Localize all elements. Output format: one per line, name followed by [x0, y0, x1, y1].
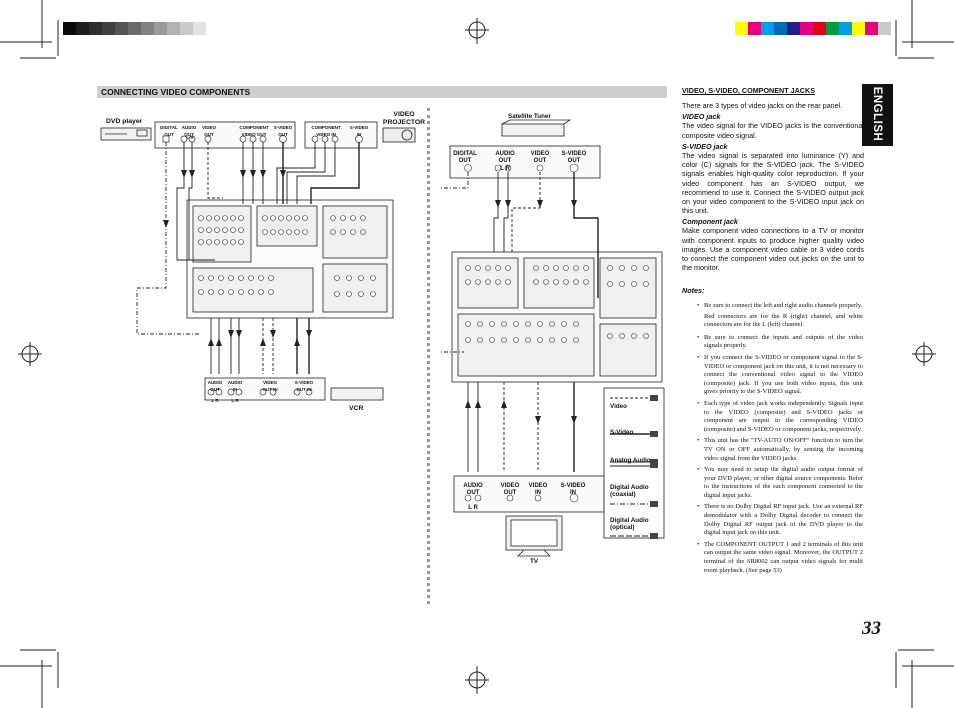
intro-text: There are 3 types of video jacks on the … [682, 101, 843, 111]
projector-rear-panel [304, 121, 378, 149]
svideo-jack-body: The video signal is separated into lumin… [682, 150, 864, 216]
calibration-swatch [878, 22, 891, 35]
calibration-swatch [800, 22, 813, 35]
note-item: This unit has the "TV-AUTO ON/OFF" funct… [697, 437, 863, 463]
vcr-jack-svideo-out-in: S-VIDEO OUT IN [294, 380, 314, 392]
note-item: Be sure to connect the left and right au… [697, 302, 863, 330]
tuner-jack-lr: L R [500, 166, 510, 172]
calibration-swatch [128, 22, 141, 35]
calibration-swatch [115, 22, 128, 35]
dvd-jack-video-out: VIDEO OUT [201, 125, 216, 137]
dvd-jack-lr: L R [186, 135, 194, 140]
note-item: There is no Dolby Digital RF input jack.… [697, 503, 863, 537]
tuner-rear-panel [449, 145, 601, 179]
jacks-heading: VIDEO, S-VIDEO, COMPONENT JACKS [682, 86, 815, 95]
dvd-jack-audio-out: AUDIO OUT [181, 125, 197, 137]
tuner-jack-svideo-out: S-VIDEO OUT [561, 151, 587, 164]
tv-jack-audio-out: AUDIO OUT [463, 483, 483, 496]
legend-analog-audio-label: Analog Audio [610, 457, 651, 464]
tuner-jack-video-out: VIDEO OUT [530, 151, 550, 164]
section-header-bar: CONNECTING VIDEO COMPONENTS [97, 86, 667, 98]
vcr-jack-audio-out: AUDIO OUT [207, 380, 223, 392]
note-text: Be sure to connect the left and right au… [704, 302, 863, 309]
tv-jack-lr: L R [468, 505, 478, 511]
vcr-jack-lr-in: L R [231, 398, 239, 403]
dvd-player-label: DVD player [106, 118, 143, 125]
calibration-swatch [774, 22, 787, 35]
video-projector-label: VIDEO PROJECTOR [382, 111, 426, 126]
notes-list: Be sure to connect the left and right au… [697, 302, 863, 578]
vcr-jack-audio-in: AUDIO IN [227, 380, 243, 392]
tv-label: TV [530, 558, 539, 565]
calibration-swatch [852, 22, 865, 35]
satellite-tuner-body [501, 123, 565, 137]
note-item: The COMPONENT OUTPUT 1 and 2 terminals o… [697, 541, 863, 575]
calibration-swatch [167, 22, 180, 35]
satellite-tuner-label: Satellite Tuner [508, 113, 551, 120]
calibration-swatch [787, 22, 800, 35]
tv-jack-video-out: VIDEO OUT [500, 483, 520, 496]
svideo-jack-title: S-VIDEO jack [682, 141, 728, 151]
calibration-swatch [180, 22, 193, 35]
component-jack-title: Component jack [682, 217, 738, 227]
note-item: If you connect the S-VIDEO or component … [697, 354, 863, 397]
color-calibration-bar [735, 22, 892, 35]
calibration-swatch [89, 22, 102, 35]
legend-svideo-label: S-Video [610, 429, 634, 436]
calibration-swatch [839, 22, 852, 35]
projector-jack-component-in: COMPONENT VIDEO IN [311, 125, 341, 137]
section-title: CONNECTING VIDEO COMPONENTS [101, 87, 251, 97]
calibration-swatch [813, 22, 826, 35]
dvd-jack-digital-out: DIGITAL OUT [160, 125, 178, 137]
language-tab: ENGLISH [862, 84, 893, 146]
tv-rear-panel [453, 475, 605, 513]
tuner-jack-audio-out: AUDIO OUT [495, 151, 515, 164]
tuner-jack-digital-out: DIGITAL OUT [453, 151, 477, 164]
calibration-swatch [735, 22, 748, 35]
legend-digital-optical-label: Digital Audio (optical) [610, 517, 649, 531]
calibration-swatch [76, 22, 89, 35]
calibration-swatch [141, 22, 154, 35]
calibration-swatch [748, 22, 761, 35]
calibration-swatch [154, 22, 167, 35]
projector-body [382, 127, 416, 143]
explanation-column: VIDEO, S-VIDEO, COMPONENT JACKS There ar… [682, 86, 864, 296]
right-connection-diagram [440, 119, 665, 557]
tv-jack-video-in: VIDEO IN [528, 483, 548, 496]
legend-video-label: Video [610, 403, 628, 410]
vcr-body [330, 387, 384, 401]
left-connection-diagram [100, 121, 416, 401]
component-jack-body: Make component video connections to a TV… [682, 226, 864, 273]
calibration-swatch [102, 22, 115, 35]
projector-jack-svideo-in: S-VIDEO IN [349, 125, 369, 137]
video-jack-title: VIDEO jack [682, 112, 721, 122]
calibration-swatch [865, 22, 878, 35]
column-divider [427, 108, 430, 604]
tv-jack-svideo-in: S-VIDEO IN [560, 483, 586, 496]
vcr-jack-lr-out: L R [211, 398, 219, 403]
vcr-label: VCR [349, 405, 364, 412]
page-number: 33 [862, 618, 881, 639]
note-item: Each type of video jack works independen… [697, 400, 863, 434]
calibration-swatch [63, 22, 76, 35]
language-tab-label: ENGLISH [871, 86, 883, 142]
calibration-swatch [761, 22, 774, 35]
vcr-jack-video-out-in: VIDEO OUT IN [262, 380, 278, 392]
note-item: Be sure to connect the inputs and output… [697, 334, 863, 351]
calibration-swatch [826, 22, 839, 35]
calibration-swatch [193, 22, 206, 35]
legend-digital-coaxial-label: Digital Audio (coaxial) [610, 484, 649, 498]
grayscale-calibration-bar [63, 22, 206, 35]
notes-title: Notes: [682, 286, 705, 296]
dvd-jack-svideo-out: S-VIDEO OUT [273, 125, 293, 137]
dvd-jack-component-out: COMPONENT VIDEO OUT [239, 125, 269, 137]
note-extra-text: Red connectors are for the R (right) cha… [704, 312, 863, 329]
video-jack-body: The video signal for the VIDEO jacks is … [682, 121, 864, 140]
note-item: You may need to setup the digital audio … [697, 466, 863, 500]
dvd-rear-panel [154, 121, 296, 149]
